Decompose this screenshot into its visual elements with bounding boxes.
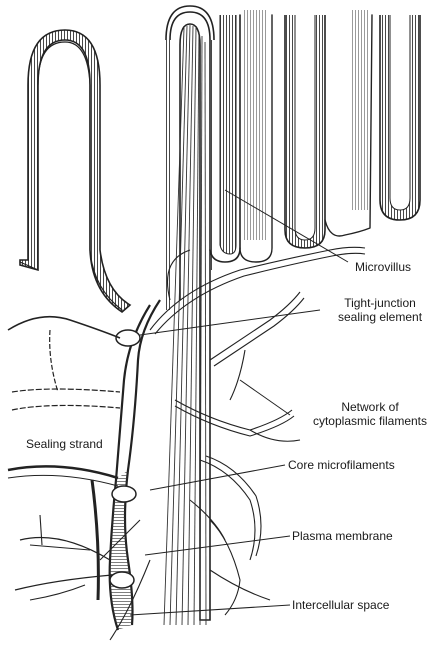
- label-microvillus: Microvillus: [355, 260, 411, 274]
- label-sealing-strand: Sealing strand: [24, 437, 105, 451]
- label-tight-junction: Tight-junction sealing element: [325, 296, 435, 324]
- label-intercellular-space: Intercellular space: [292, 598, 389, 612]
- left-microvillus: [20, 30, 130, 312]
- label-core-microfilaments: Core microfilaments: [288, 458, 395, 472]
- label-plasma-membrane: Plasma membrane: [292, 529, 393, 543]
- label-network: Network of cytoplasmic filaments: [300, 400, 440, 428]
- right-microvilli: [210, 10, 420, 262]
- central-microvillus: [164, 6, 214, 625]
- sealing-strands: [8, 317, 120, 590]
